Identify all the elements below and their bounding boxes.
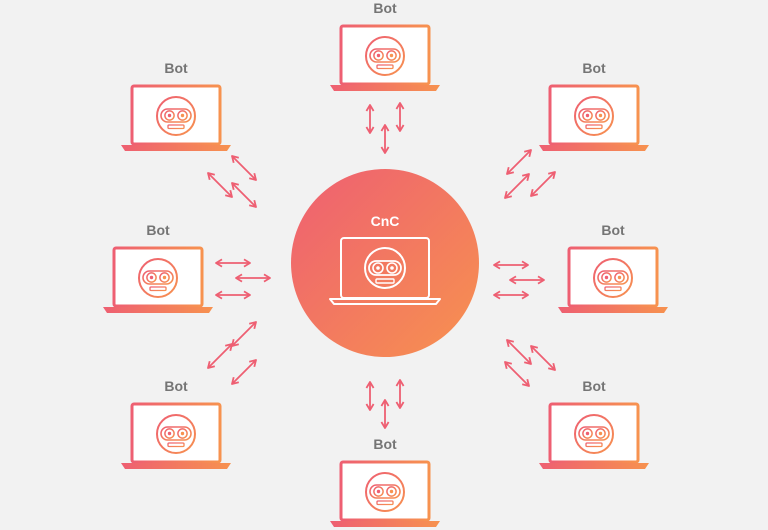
connection-arrow [509,275,545,285]
bot-node: Bot [558,222,668,313]
bot-label: Bot [582,60,606,76]
connections-layer [207,102,556,429]
connection-arrow [231,321,257,347]
connection-arrow [365,381,375,411]
connection-arrow [504,361,530,387]
connection-arrow [380,124,390,154]
connection-arrow [235,273,271,283]
robot-face-icon [574,414,614,454]
connection-arrow [231,359,257,385]
robot-face-icon [156,96,196,136]
connection-arrow [380,399,390,429]
connection-arrow [395,379,405,409]
connection-arrow [207,172,233,198]
bot-node: Bot [103,222,213,313]
bot-laptop [103,246,213,313]
bot-label: Bot [146,222,170,238]
robot-face-icon [364,247,406,289]
connection-arrow [506,149,532,175]
bot-node: Bot [539,378,649,469]
bot-label: Bot [164,378,188,394]
bot-label: Bot [601,222,625,238]
cnc-server: CnC [291,169,479,357]
connection-arrow [506,339,532,365]
connection-arrow [504,173,530,199]
bot-laptop [539,402,649,469]
bot-laptop [539,84,649,151]
robot-face-icon [574,96,614,136]
bot-node: Bot [121,378,231,469]
connection-arrow [365,104,375,134]
bot-laptop [558,246,668,313]
bot-label: Bot [164,60,188,76]
bot-laptop [121,84,231,151]
robot-face-icon [365,36,405,76]
bot-laptop [330,24,440,91]
connection-arrow [231,182,257,208]
robot-face-icon [593,258,633,298]
bot-label: Bot [373,436,397,452]
connection-arrow [493,260,529,270]
bot-node: Bot [539,60,649,151]
cnc-laptop [329,237,441,305]
robot-face-icon [156,414,196,454]
robot-face-icon [365,472,405,512]
bot-label: Bot [582,378,606,394]
connection-arrow [530,171,556,197]
cnc-label: CnC [371,213,400,229]
connection-arrow [207,343,233,369]
bot-laptop [121,402,231,469]
bot-node: Bot [330,436,440,527]
connection-arrow [530,345,556,371]
connection-arrow [493,290,529,300]
connection-arrow [215,258,251,268]
bot-laptop [330,460,440,527]
connection-arrow [231,155,257,181]
bot-label: Bot [373,0,397,16]
bot-node: Bot [330,0,440,91]
bot-node: Bot [121,60,231,151]
robot-face-icon [138,258,178,298]
cnc-circle [291,169,479,357]
connection-arrow [395,102,405,132]
connection-arrow [215,290,251,300]
